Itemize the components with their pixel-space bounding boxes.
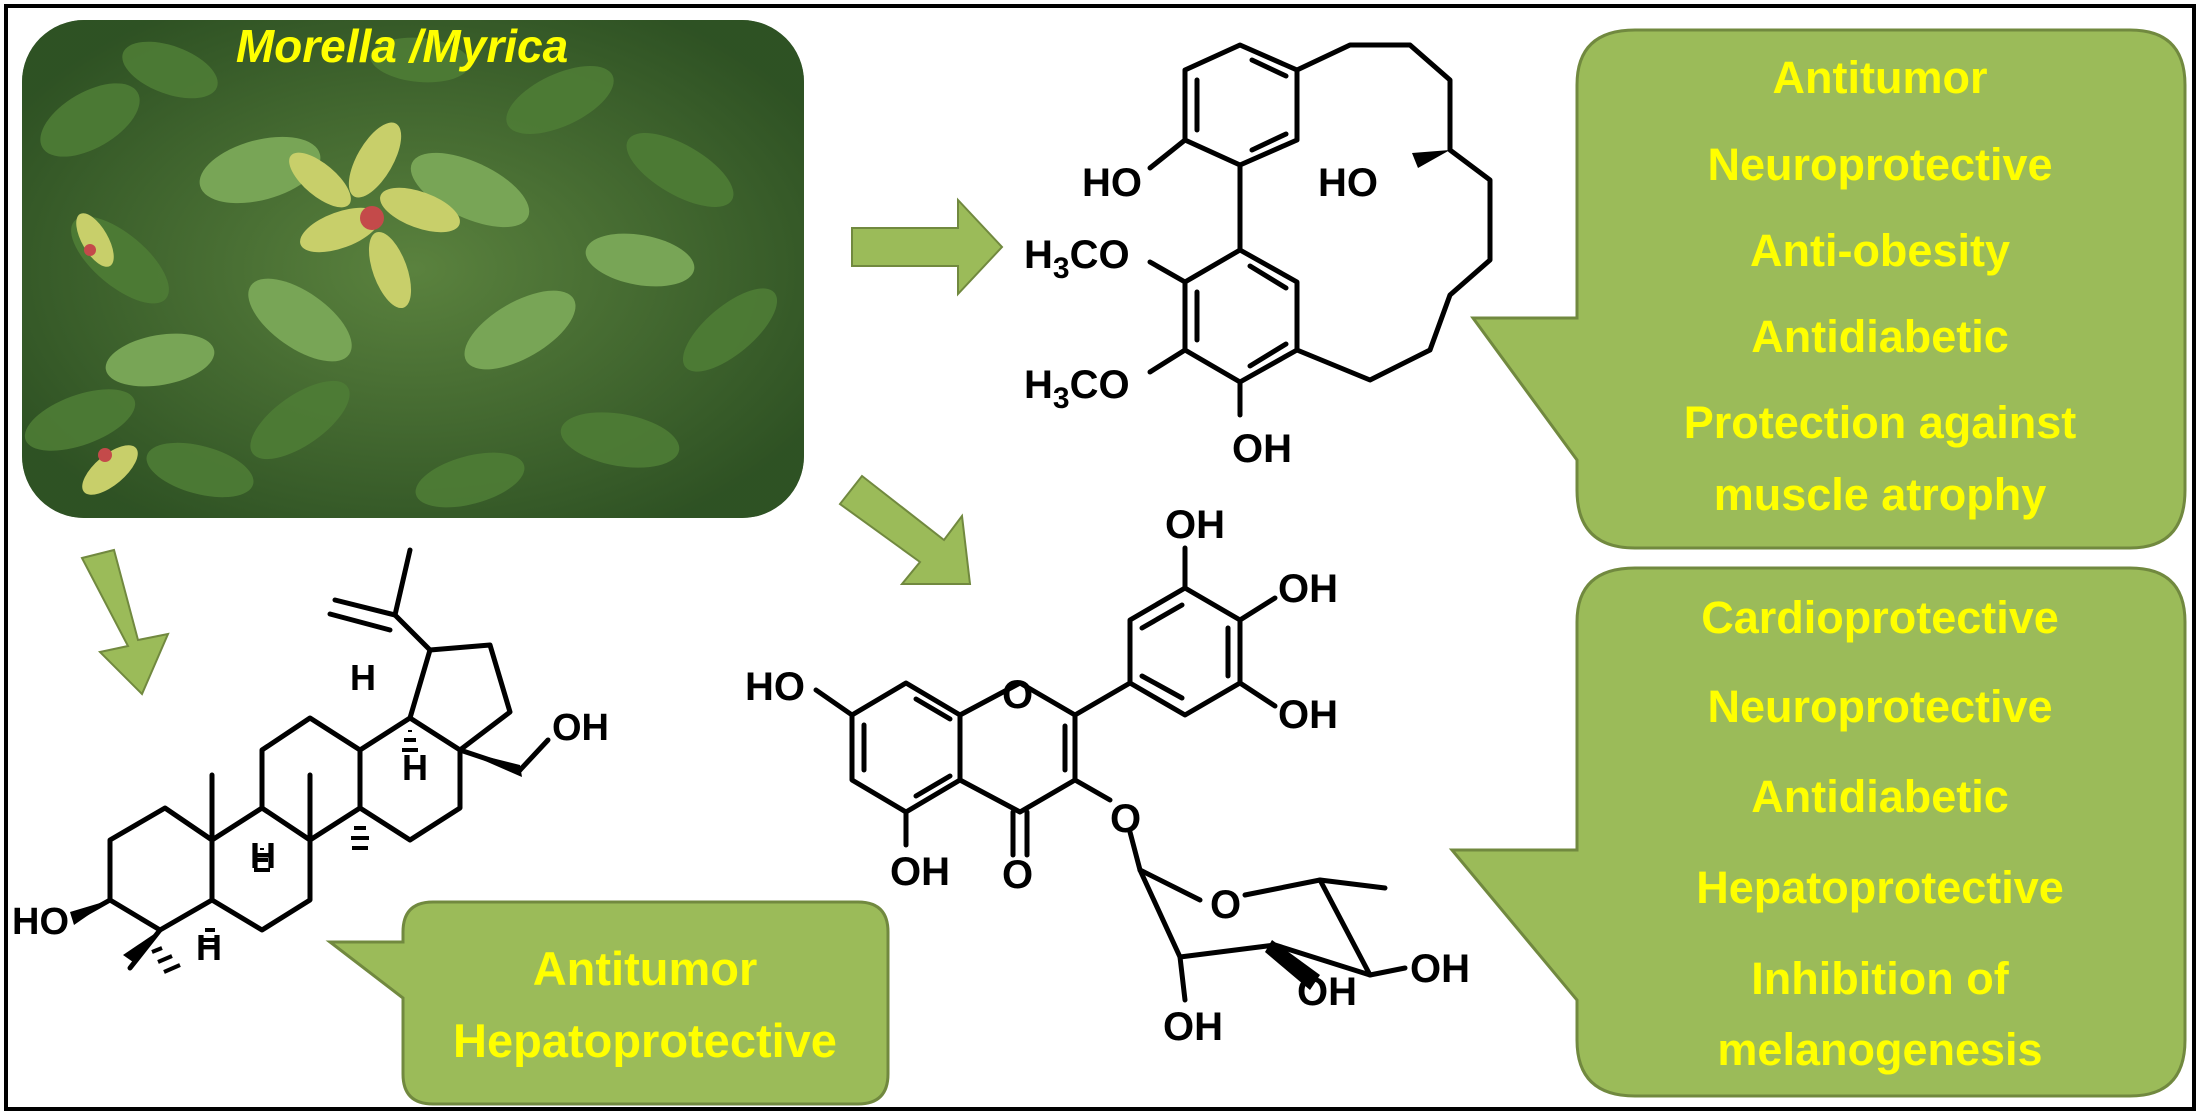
atom-label: OH bbox=[552, 707, 609, 749]
activity-label: Antidiabetic bbox=[1751, 311, 2009, 362]
atom-label: OH bbox=[1278, 567, 1338, 611]
atom-label: H bbox=[350, 657, 376, 698]
callout-flavonoid: Cardioprotective Neuroprotective Antidia… bbox=[1448, 566, 2187, 1098]
atom-label: HO bbox=[12, 901, 69, 943]
atom-label: OH bbox=[1165, 503, 1225, 547]
plant-photo: Morella /Myrica bbox=[22, 20, 804, 518]
plant-name-label: Morella /Myrica bbox=[236, 20, 568, 72]
activity-label: Neuroprotective bbox=[1707, 139, 2052, 190]
atom-label: H bbox=[402, 747, 428, 788]
atom-label: OH bbox=[1163, 1005, 1223, 1049]
atom-label: OH bbox=[1278, 693, 1338, 737]
atom-label: H bbox=[250, 835, 276, 876]
activity-label: Protection against bbox=[1684, 397, 2077, 448]
atom-label: H3CO bbox=[1024, 363, 1130, 415]
diarylheptanoid-structure: HO HO H3CO H3CO OH bbox=[1024, 42, 1493, 471]
activity-label: melanogenesis bbox=[1717, 1024, 2042, 1075]
atom-label: O bbox=[1002, 853, 1033, 897]
atom-label: H bbox=[196, 927, 222, 968]
atom-label: HO bbox=[745, 665, 805, 709]
atom-label: O bbox=[1210, 883, 1241, 927]
atom-label: O bbox=[1002, 673, 1033, 717]
flavonoid-glycoside-structure: O O O O HO OH OH OH OH OH OH OH bbox=[745, 503, 1470, 1049]
atom-label: HO bbox=[1318, 161, 1378, 205]
activity-label: Inhibition of bbox=[1751, 953, 2009, 1004]
activity-label: Cardioprotective bbox=[1701, 592, 2059, 643]
callout-triterpene: Antitumor Hepatoprotective bbox=[325, 900, 890, 1106]
activity-label: Neuroprotective bbox=[1707, 681, 2052, 732]
atom-label: H3CO bbox=[1024, 233, 1130, 285]
activity-label: muscle atrophy bbox=[1714, 469, 2047, 520]
triterpene-structure: HO OH H H H H bbox=[12, 547, 609, 974]
arrow-down-right-icon bbox=[838, 474, 972, 585]
atom-label: OH bbox=[1232, 427, 1292, 471]
arrow-right-icon bbox=[851, 197, 1004, 297]
callout-diarylheptanoid: Antitumor Neuroprotective Anti-obesity A… bbox=[1470, 28, 2187, 550]
atom-label: OH bbox=[1410, 947, 1470, 991]
activity-label: Hepatoprotective bbox=[453, 1014, 837, 1067]
arrow-down-icon bbox=[80, 548, 170, 696]
atom-label: OH bbox=[1297, 970, 1357, 1014]
atom-label: HO bbox=[1082, 161, 1142, 205]
activity-label: Antidiabetic bbox=[1751, 771, 2009, 822]
atom-label: O bbox=[1110, 797, 1141, 841]
activity-label: Antitumor bbox=[1773, 52, 1988, 103]
activity-label: Hepatoprotective bbox=[1696, 862, 2064, 913]
activity-label: Anti-obesity bbox=[1750, 225, 2010, 276]
activity-label: Antitumor bbox=[533, 942, 758, 995]
atom-label: OH bbox=[890, 850, 950, 894]
